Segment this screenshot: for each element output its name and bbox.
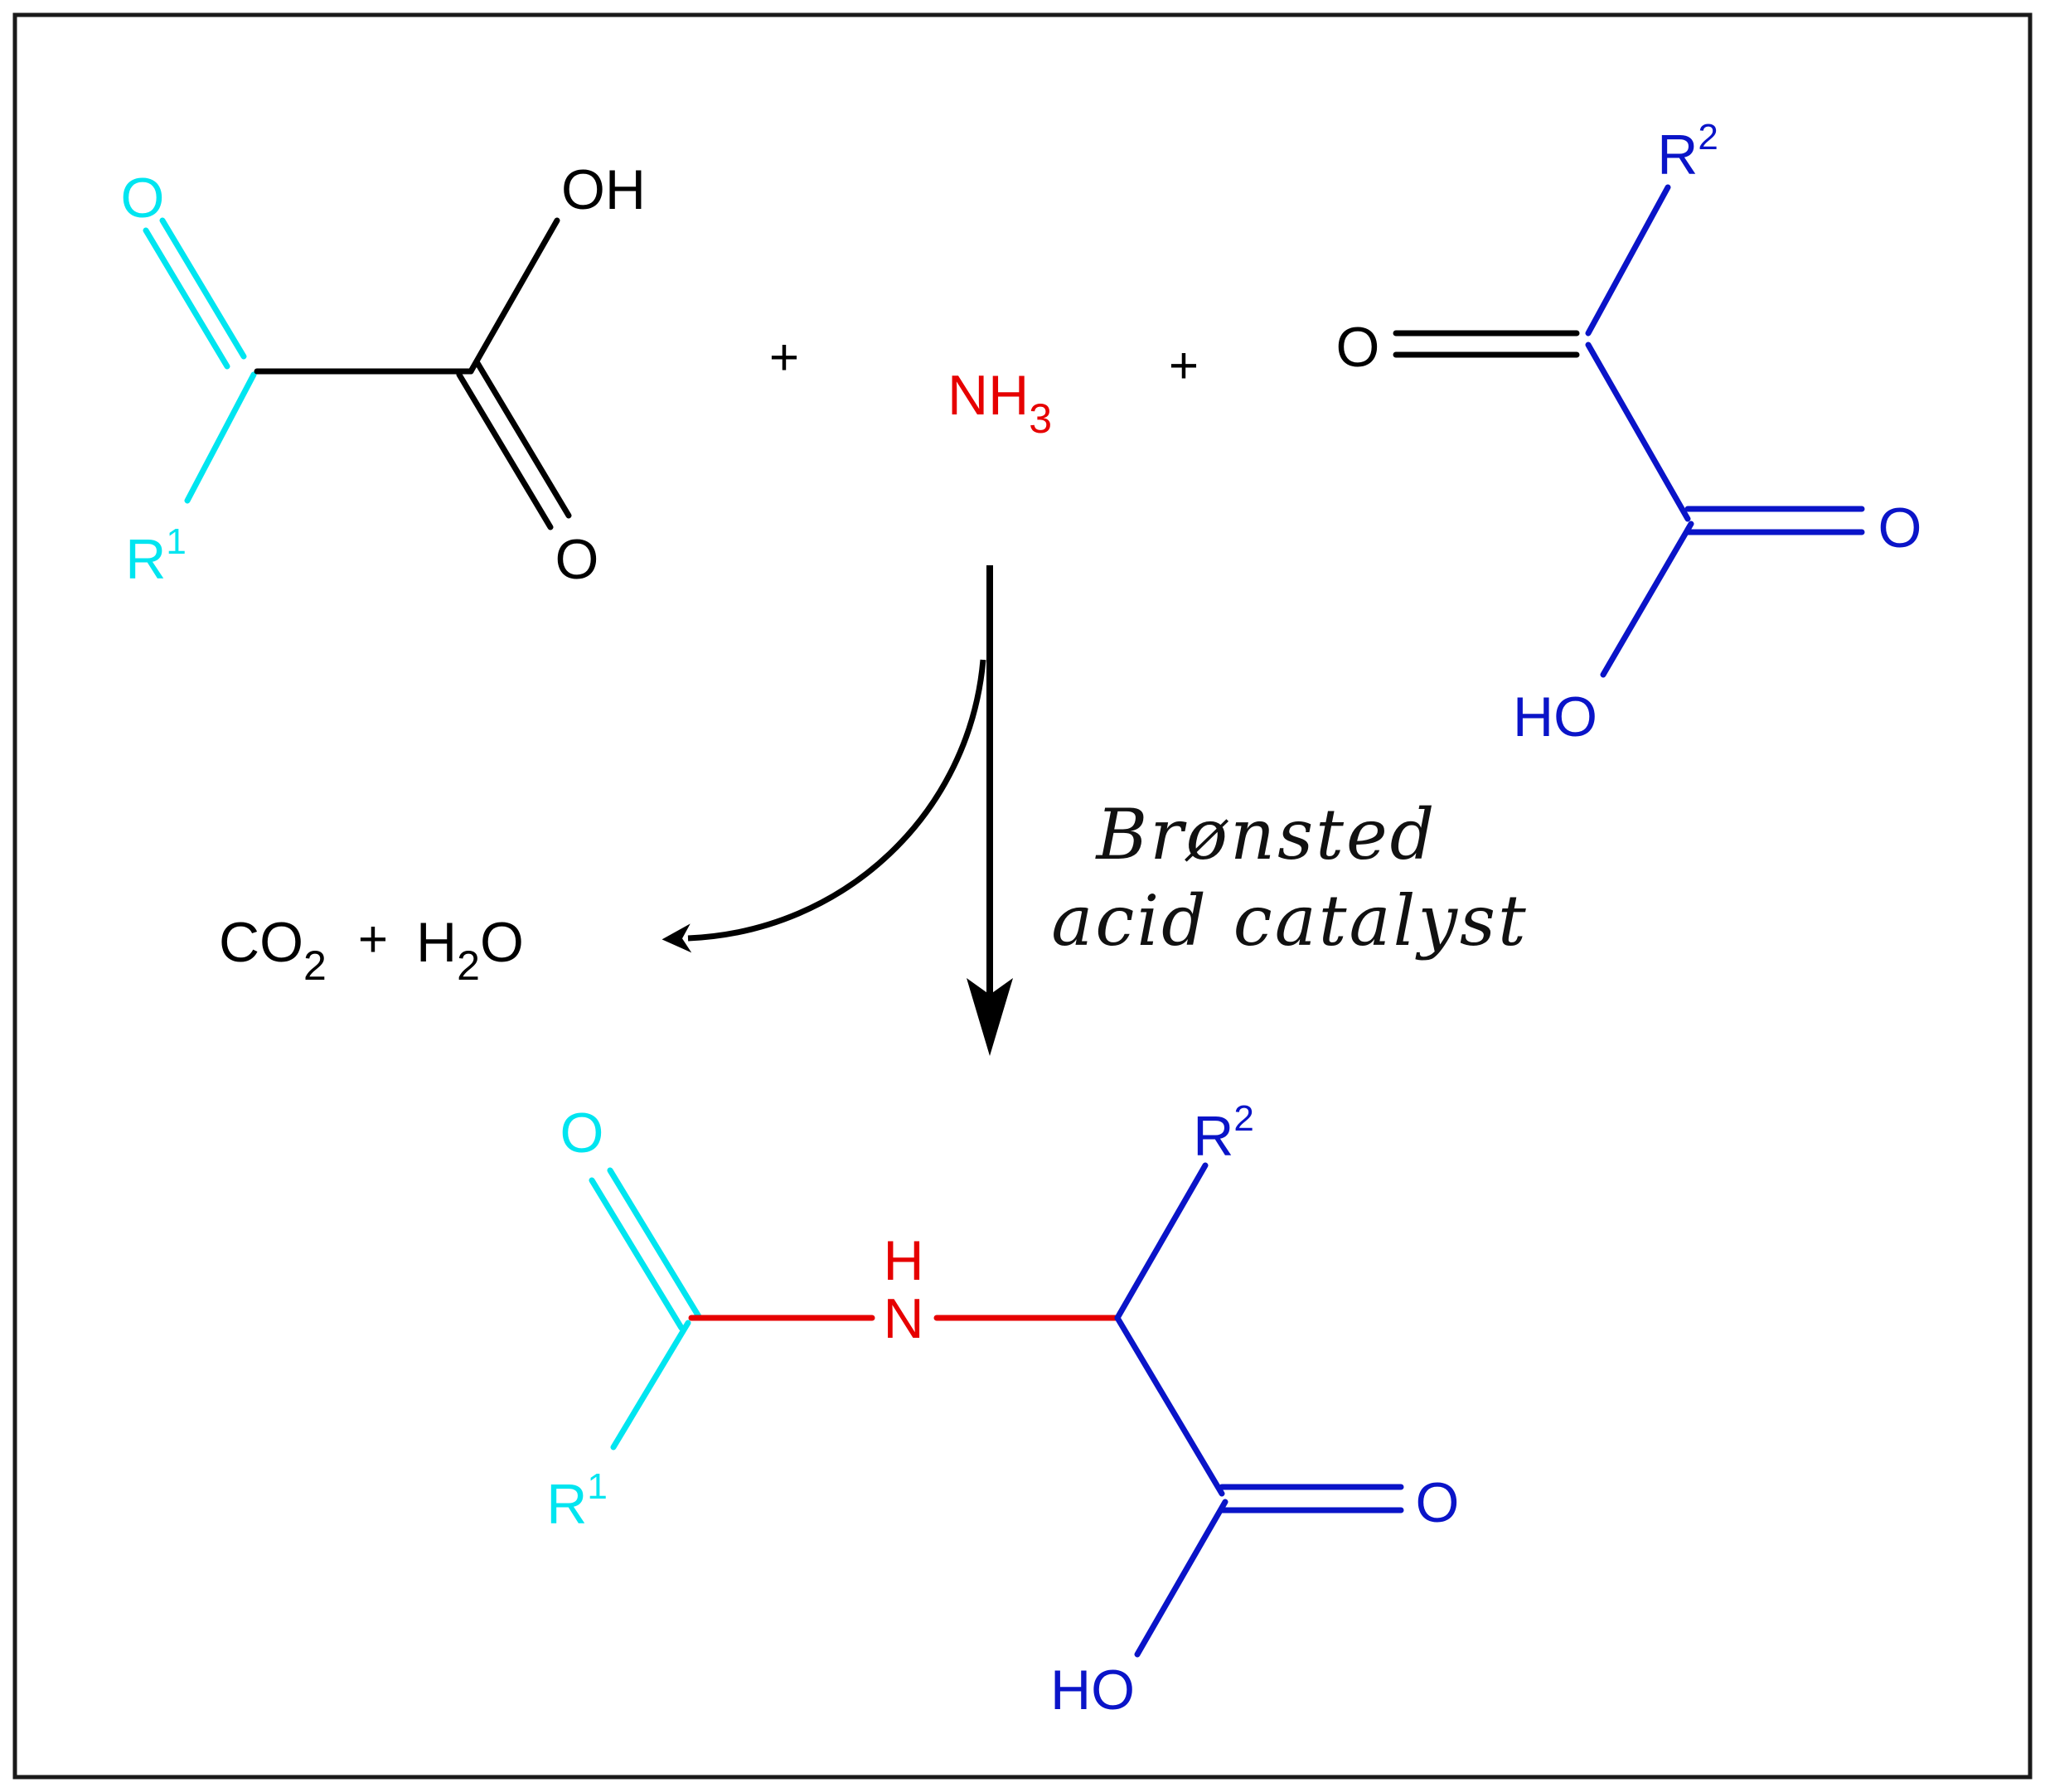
reactant-2: R2 O O HO [1336,117,1922,748]
bond-c-o-acid-b [456,371,554,530]
bond-c-o-acid-a [474,360,572,519]
frame-border [12,12,2033,1780]
atom-ho: HO [1050,1659,1135,1722]
bond-c-c [1585,341,1691,522]
atom-n: N [883,1287,923,1350]
atom-o-acid: O [555,528,599,591]
substituent-r2: R2 [1193,1098,1254,1168]
atom-o-acid: O [1878,496,1922,559]
bond-c-oh [1600,521,1694,678]
byproduct-curved-arrow [661,659,986,953]
atom-ho: HO [1513,685,1597,748]
atom-oh: OH [561,158,646,221]
bond-c-o-double-a [607,1167,703,1321]
bond-c-r2 [1114,1162,1209,1321]
product: O R1 H N R2 O HO [546,1098,1459,1722]
atom-o-acid: O [1416,1471,1460,1534]
bond-c-oh [1134,1499,1228,1658]
atom-nh-h: H [883,1229,923,1292]
bond-c-o-double-a [159,217,247,360]
byproducts-label: CO2+H2O [219,911,524,989]
ammonia: NH3 [947,364,1052,442]
bond-c-r1 [610,1320,691,1451]
atom-o-carbonyl: O [121,167,165,230]
bond-c-r1 [184,371,257,504]
substituent-r1: R1 [546,1466,608,1536]
plus-sign-2: + [1169,337,1199,395]
bond-c-c [1114,1315,1225,1497]
reactant-1: O OH O R1 [121,158,646,591]
reaction-arrow-head [967,978,1013,1056]
condition-line-1: Brønsted [1095,794,1437,875]
atom-o-carbonyl: O [560,1102,604,1165]
bond-c-oh [468,217,560,375]
bond-c-r2 [1585,184,1671,337]
bond-c-o-double-b [143,227,230,370]
atom-o-carbonyl: O [1336,316,1380,379]
plus-sign-1: + [769,329,799,386]
bond-c-o-double-b [589,1177,685,1331]
substituent-r1: R1 [125,521,187,591]
substituent-r2: R2 [1657,117,1718,186]
condition-line-2: acid catalyst [1051,880,1529,961]
